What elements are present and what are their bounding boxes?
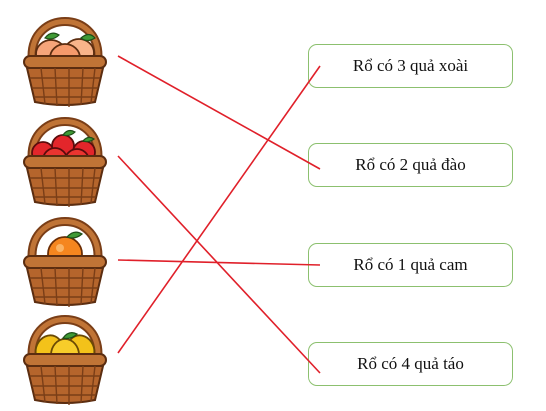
orange-basket-icon <box>23 222 107 308</box>
connection-line-0 <box>117 55 321 170</box>
apple-basket-icon <box>23 122 107 208</box>
connection-line-3 <box>117 65 321 354</box>
label-orange-1[interactable]: Rổ có 1 quả cam <box>308 243 513 287</box>
connection-line-1 <box>117 155 321 374</box>
label-mango-3[interactable]: Rổ có 3 quả xoài <box>308 44 513 88</box>
connection-line-2 <box>117 259 321 266</box>
label-peach-2[interactable]: Rổ có 2 quả đào <box>308 143 513 187</box>
peach-basket-icon <box>23 22 107 108</box>
label-apple-4[interactable]: Rổ có 4 quả táo <box>308 342 513 386</box>
mango-basket-icon <box>23 320 107 406</box>
